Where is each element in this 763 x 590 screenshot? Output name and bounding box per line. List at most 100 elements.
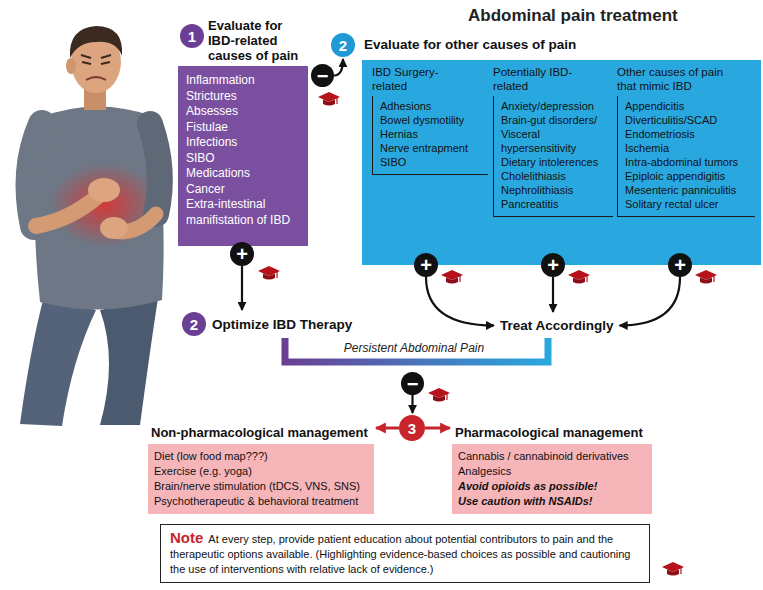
circle-symbol: − [317,66,329,86]
list-item: Exercise (e.g. yoga) [154,464,368,479]
box-heading: Evaluate for IBD-related causes of pain [178,18,308,63]
management-box: Non-pharmacological managementDiet (low … [148,424,374,514]
list-item: Nephrolithiasis [501,183,609,197]
circle-symbol: 2 [339,38,347,53]
step-label: Optimize IBD Therapy [212,317,352,332]
list-item: Pancreatitis [501,197,609,211]
list-item: Extra-intestinal manifistation of IBD [186,197,300,228]
list-item: Strictures [186,89,300,105]
list-item: SIBO [380,155,484,169]
list-item: Avoid opioids as possible! [458,479,646,494]
list-item: Dietary intolerences [501,155,609,169]
list-item: SIBO [186,151,300,167]
list-item: Intra-abdominal tumors [625,155,751,169]
pain-glow [50,163,160,247]
hand [88,178,120,202]
diagram-title: Abdominal pain treatment [468,5,678,26]
circle-symbol: 2 [190,317,198,332]
bracket-label: Persistent Abdominal Pain [330,341,498,356]
circle-symbol: + [674,255,686,275]
evidence-cap-icon [662,562,684,576]
evidence-cap-icon [428,388,450,402]
connector-arrow [425,427,450,430]
column-heading: Potentially IBD-related [493,66,583,93]
list-item: Cancer [186,182,300,198]
list-item: Diverticulitis/SCAD [625,113,751,127]
list-item: Nerve entrapment [380,141,484,155]
step-number-circle: 1 [180,24,204,48]
box-body: Diet (low food map???)Exercise (e.g. yog… [148,444,374,514]
note-heading: Note [170,529,203,546]
list-item: Diet (low food map???) [154,449,368,464]
leg [100,298,158,425]
list-item: Inflammation [186,73,300,89]
positive-result-circle: + [414,253,438,277]
circle-symbol: − [407,374,419,394]
persistent-pain-bracket [285,338,548,362]
management-box: Pharmacological managementCannabis / can… [452,424,652,514]
mouth [86,77,106,80]
list-item: Appendicitis [625,99,751,113]
box-heading: Pharmacological management [452,424,652,441]
connector-arrow [376,427,399,430]
step-label: Treat Accordingly [500,317,614,334]
torso [34,106,163,309]
list-item: Infections [186,135,300,151]
box-heading: Non-pharmacological management [148,424,374,441]
ear [66,58,76,74]
list-item: Adhesions [380,99,484,113]
positive-result-circle: + [541,253,565,277]
list-item: Psychotherapeutic & behavioral treatment [154,494,368,509]
list-item: Ischemia [625,141,751,155]
list-item: Medications [186,166,300,182]
leg [20,296,96,426]
list-item: Absesses [186,104,300,120]
connector-arrow [426,277,494,326]
list-item: Endometriosis [625,127,751,141]
evidence-cap-icon [258,266,280,280]
evidence-cap-icon [318,92,340,106]
cause-column: IBD Surgery-relatedAdhesionsBowel dysmot… [372,66,488,175]
positive-result-circle: + [668,253,692,277]
list-item: Solitary rectal ulcer [625,197,751,211]
connector-arrow [241,266,243,310]
list-item: Cannabis / cannabinoid derivatives [458,449,646,464]
list-item: Brain-gut disorders/ Visceral hypersensi… [501,113,609,155]
arm [150,124,160,214]
list-item: Hernias [380,127,484,141]
hair [70,26,122,58]
list-item: Bowel dysmotility [380,113,484,127]
cause-column: Other causes of pain that mimic IBD Appen… [617,66,755,217]
negative-result-circle: − [401,372,424,395]
column-heading: Other causes of pain that mimic IBD [617,66,729,93]
positive-result-circle: + [230,242,254,266]
connector-arrow [334,59,343,76]
connector-arrow [552,277,554,312]
list-item: Epiploic appendigitis [625,169,751,183]
column-list: AppendicitisDiverticulitis/SCADEndometri… [617,96,755,217]
list-item: Brain/nerve stimulation (tDCS, VNS, SNS) [154,479,368,494]
forearm [36,196,98,226]
list-item: Analgesics [458,464,646,479]
list-item: Anxiety/depression [501,99,609,113]
hand [100,217,128,239]
negative-result-circle: − [311,64,334,87]
column-list: Anxiety/depressionBrain-gut disorders/ V… [493,96,613,217]
patient-illustration [20,26,164,426]
box-body: InflammationStricturesAbsessesFistulaeIn… [178,66,308,246]
box-body: Cannabis / cannabinoid derivativesAnalge… [452,444,652,514]
arm [30,124,43,226]
step-number-circle: 3 [399,415,425,441]
step-number-circle: 2 [331,33,355,57]
other-causes-box: Evaluate for other causes of painIBD Sur… [362,36,761,265]
column-heading: IBD Surgery-related [372,66,454,93]
connector-arrow [411,395,413,413]
face [81,55,111,64]
circle-symbol: + [420,255,432,275]
ibd-causes-box: Evaluate for IBD-related causes of painI… [178,18,308,246]
note-box: NoteAt every step, provide patient educa… [160,524,650,583]
box-heading: Evaluate for other causes of pain [362,36,761,54]
list-item: Fistulae [186,120,300,136]
note-text: At every step, provide patient education… [170,533,630,575]
